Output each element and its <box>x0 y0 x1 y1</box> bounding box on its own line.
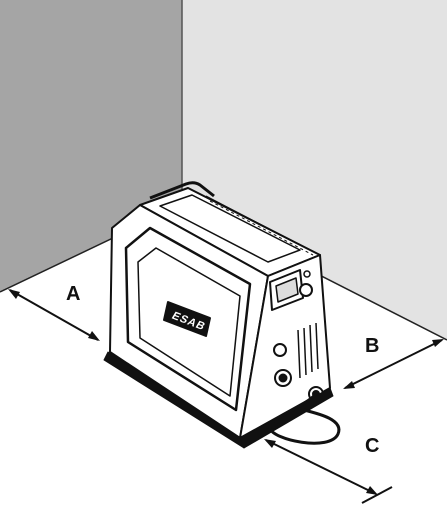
side-panel-inset <box>137 247 241 397</box>
dimension-b <box>343 339 444 389</box>
dimension-label-c: C <box>365 435 379 457</box>
control-knob-small <box>303 270 311 278</box>
connector-middle-inner <box>278 373 288 383</box>
welding-machine: ESAB <box>103 181 341 449</box>
connector-upper <box>273 343 287 357</box>
carry-handle <box>149 181 215 200</box>
display-screen <box>275 277 299 303</box>
esab-logo-badge <box>163 301 211 337</box>
dimension-a <box>8 289 100 341</box>
control-knob <box>299 283 313 297</box>
machine-top-panel <box>159 194 301 263</box>
dimension-label-b: B <box>365 335 379 357</box>
power-cable <box>268 392 341 445</box>
back-wall <box>182 0 447 340</box>
dimension-c <box>264 439 393 504</box>
dimension-label-a: A <box>66 283 80 305</box>
front-vents <box>297 322 319 379</box>
side-panel-frame <box>124 226 252 412</box>
